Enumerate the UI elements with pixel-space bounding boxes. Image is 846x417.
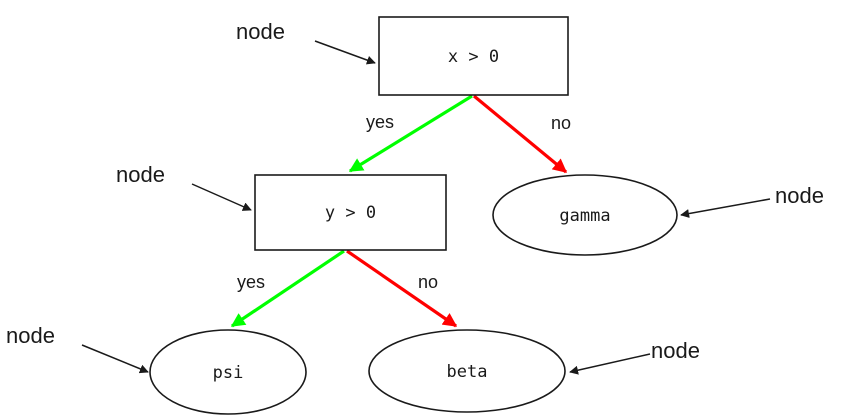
edge-label-inner-yes: yes — [237, 272, 265, 292]
leaf-nodes-layer: gamma psi beta — [149, 174, 678, 415]
annotation-pointer-gamma — [680, 198, 771, 218]
edge-label-root-yes: yes — [366, 112, 394, 132]
edge-root-no — [472, 94, 568, 174]
annotation-label-inner: node — [116, 162, 165, 187]
decision-nodes-layer: x > 0 y > 0 — [254, 16, 569, 251]
annotation-pointer-beta — [569, 353, 651, 375]
leaf-node-beta-label: beta — [447, 362, 488, 382]
decision-node-inner-label: y > 0 — [325, 203, 376, 223]
edge-label-root-no: no — [551, 113, 571, 133]
edges-layer — [230, 94, 568, 328]
decision-node-root-label: x > 0 — [448, 47, 499, 67]
annotation-label-psi: node — [6, 323, 55, 348]
annotation-pointer-psi — [81, 344, 149, 374]
edge-label-inner-no: no — [418, 272, 438, 292]
annotation-pointer-inner — [191, 183, 252, 211]
decision-node-inner[interactable] — [254, 174, 447, 251]
annotation-label-root: node — [236, 19, 285, 44]
leaf-node-beta[interactable] — [368, 329, 566, 413]
annotation-pointer-root — [314, 40, 376, 65]
edge-inner-no — [346, 249, 458, 328]
annotation-label-gamma: node — [775, 183, 824, 208]
annotations-layer: node node node node node — [6, 19, 824, 375]
annotation-label-beta: node — [651, 338, 700, 363]
leaf-node-psi[interactable] — [149, 329, 307, 415]
edge-inner-yes — [230, 249, 345, 328]
edge-root-yes — [348, 94, 473, 173]
edge-labels-layer: yes no yes no — [237, 112, 571, 292]
leaf-node-gamma[interactable] — [492, 174, 678, 256]
leaf-node-psi-label: psi — [213, 363, 244, 383]
leaf-node-gamma-label: gamma — [559, 206, 610, 226]
decision-node-root[interactable] — [378, 16, 569, 96]
